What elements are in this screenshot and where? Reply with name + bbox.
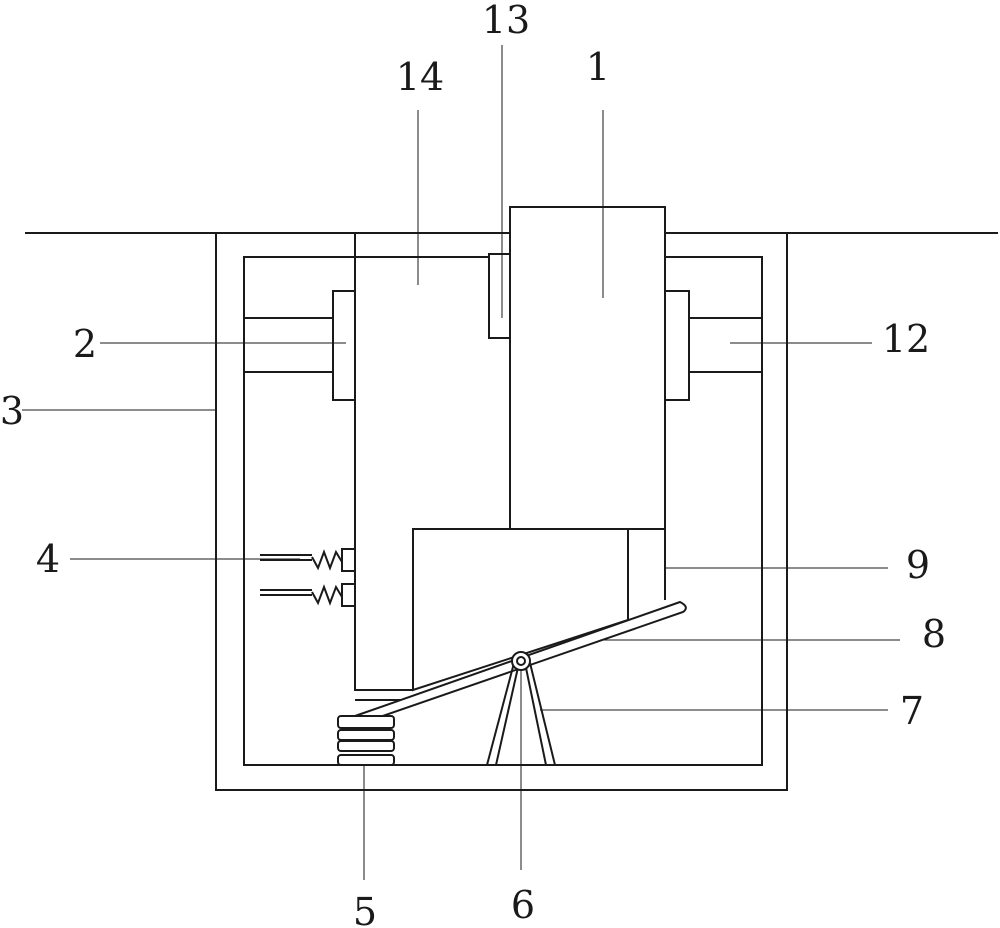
slider-12	[664, 290, 690, 401]
label-4: 4	[36, 537, 60, 581]
label-13: 13	[482, 0, 530, 42]
lower-block	[412, 528, 629, 692]
pivot-support-7	[486, 662, 556, 766]
springs-4	[260, 548, 356, 607]
pivot-pin-6	[511, 651, 531, 671]
label-12: 12	[882, 317, 930, 361]
spring-stack-5	[337, 715, 395, 766]
block-1	[509, 206, 666, 530]
column-14	[354, 233, 412, 691]
label-8: 8	[922, 612, 946, 656]
label-5: 5	[353, 890, 377, 928]
label-14: 14	[396, 55, 444, 99]
label-6: 6	[511, 883, 535, 927]
label-7: 7	[900, 689, 924, 733]
label-3: 3	[0, 389, 24, 433]
pivot-pin-inner	[516, 656, 526, 666]
label-1: 1	[586, 45, 610, 89]
pad-13	[488, 253, 511, 339]
label-2: 2	[73, 322, 97, 366]
slider-2	[332, 290, 356, 401]
outer-housing	[215, 233, 788, 791]
label-9: 9	[906, 543, 930, 587]
